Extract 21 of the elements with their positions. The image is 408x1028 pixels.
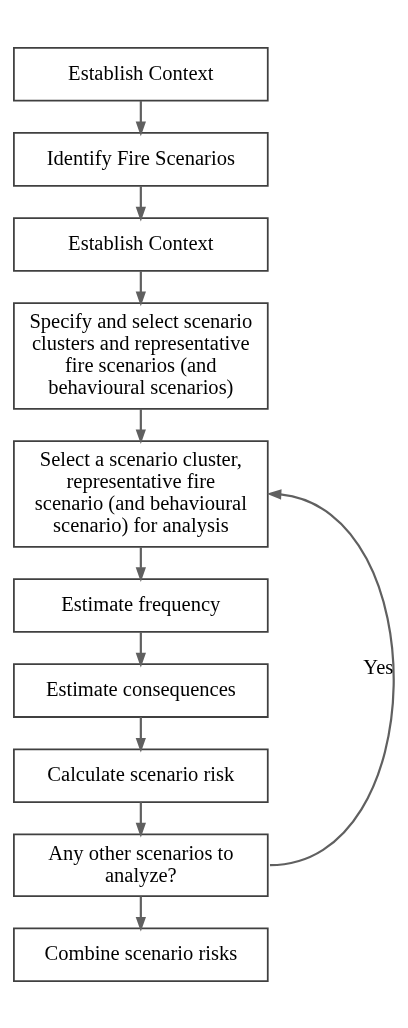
arrow: [135, 185, 146, 221]
node-box: Calculate scenario risk: [13, 747, 269, 803]
node-box: Combine scenario risks: [13, 926, 269, 982]
arrow: [135, 631, 146, 667]
arrow: [135, 716, 146, 753]
arrow: [135, 895, 146, 932]
arrow: [266, 488, 395, 866]
arrow: [135, 408, 146, 444]
node-box: Specify and select scenario clusters and representative fire scenarios (and behavioural scenarios): [13, 301, 269, 410]
node-box: Identify Fire Scenarios: [13, 131, 269, 187]
node-box: Select a scenario cluster, representative fire scenario (and behavioural scenario) for analysis: [13, 439, 269, 548]
arrow: [135, 100, 146, 136]
arrow: [135, 546, 146, 582]
edge-label: Yes: [363, 655, 394, 678]
arrow: [135, 801, 146, 837]
node-box: Any other scenarios to analyze?: [13, 833, 269, 897]
node-box: Estimate frequency: [13, 577, 269, 633]
arrow: [135, 270, 146, 306]
node-box: Establish Context: [13, 46, 269, 102]
node-box: Estimate consequences: [13, 662, 269, 718]
node-box: Establish Context: [13, 216, 269, 272]
